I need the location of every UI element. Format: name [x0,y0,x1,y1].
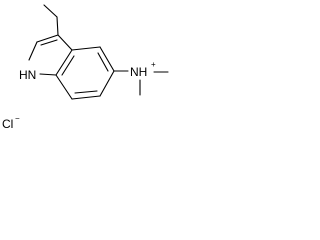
bond-n1-c7a [39,73,57,76]
bond-c6-c7 [71,95,101,100]
ammonium-charge: + [151,60,156,69]
bond-c3-c3a [57,34,73,51]
bond-ethyl-terminal [43,4,58,18]
bond-c7a-c3a [55,49,73,76]
indole-hydrogen-text: H [19,68,28,82]
bond-c4-c5 [99,46,115,72]
bond-c4-c5-inner [97,52,109,72]
bond-c5-c6 [99,70,115,97]
bond-ethyl-link [56,16,59,36]
counterion-label: Cl [2,117,13,131]
indole-nitrogen-label: HN [19,68,36,82]
ammonium-nitrogen-label: NH [130,65,147,79]
bond-c2-n1 [28,41,38,61]
counterion-charge: − [15,114,20,123]
bond-c6-c7-inner [74,90,98,94]
chemical-structure: HN NH + Cl − [2,4,169,131]
bond-c7-c7a [55,74,73,100]
bond-c3-c2-double-b [40,39,58,46]
bond-c7a-c3a-inner [61,55,75,76]
bond-c3a-c4 [71,46,101,51]
indole-nitrogen-text: N [28,68,37,82]
bond-c3-c2-double-a [36,34,59,43]
